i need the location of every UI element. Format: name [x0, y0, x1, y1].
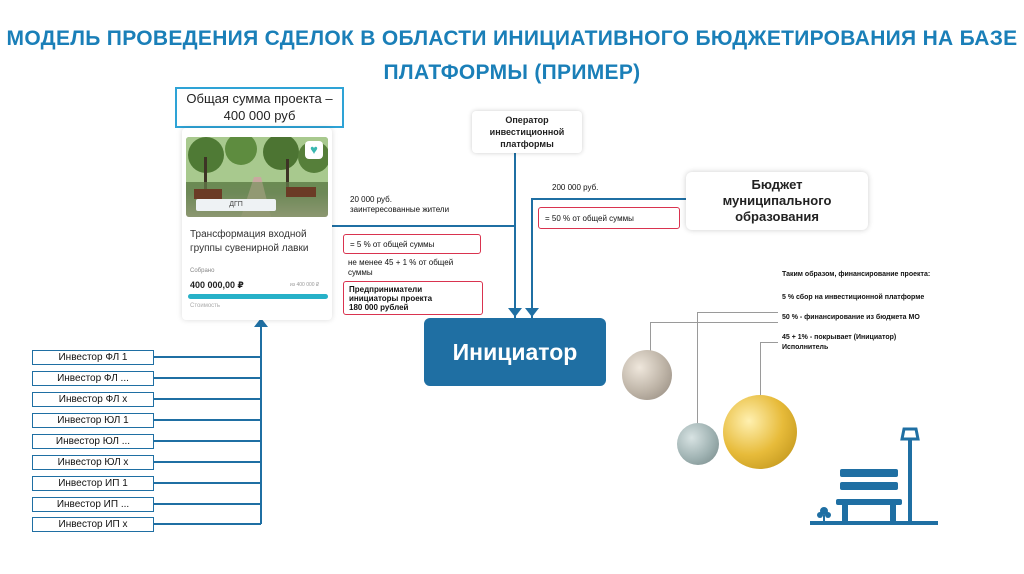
project-card[interactable]: ♥ ДГП Трансформация входной группы сувен… — [182, 128, 332, 320]
card-amount: 400 000,00 ₽ — [190, 280, 244, 291]
heart-icon[interactable]: ♥ — [305, 141, 323, 159]
coin-icon — [723, 395, 797, 469]
card-goal: из 400 000 ₽ — [290, 282, 319, 288]
card-progress-fill — [188, 294, 328, 299]
lamp-icon — [902, 429, 918, 523]
card-progress-bar — [188, 294, 328, 299]
operator-box: Оператор инвестиционной платформы — [472, 111, 582, 153]
bench-icon — [808, 425, 940, 527]
investor-item: Инвестор ИП 1 — [32, 476, 154, 491]
card-collected-label: Собрано — [190, 268, 214, 274]
budget-line — [531, 198, 686, 200]
coin-leader-line — [760, 342, 761, 397]
coin-leader-line — [650, 322, 651, 352]
investor-branch-3 — [153, 398, 261, 400]
financing-item-2: 50 % - финансирование из бюджета МО — [782, 313, 920, 322]
coin-icon — [622, 350, 672, 400]
investor-item: Инвестор ИП х — [32, 517, 154, 532]
budget-amount: 200 000 руб. — [552, 183, 598, 193]
investor-branch-9 — [153, 523, 261, 525]
initiators-note: не менее 45 + 1 % от общей суммы — [348, 258, 478, 278]
residents-amount: 20 000 руб. — [350, 195, 392, 205]
budget-down-line — [531, 198, 533, 318]
investor-item: Инвестор ФЛ 1 — [32, 350, 154, 365]
entrepreneurs-line-3: 180 000 рублей — [349, 303, 477, 312]
investor-branch-5 — [153, 440, 261, 442]
title-line-1: МОДЕЛЬ ПРОВЕДЕНИЯ СДЕЛОК В ОБЛАСТИ ИНИЦИ… — [0, 22, 1024, 56]
coin-leader-line — [697, 312, 778, 313]
operator-line-2: инвестиционной — [472, 126, 582, 138]
residents-line — [332, 225, 514, 227]
investor-item: Инвестор ФЛ ... — [32, 371, 154, 386]
residents-label: заинтересованные жители — [350, 205, 449, 215]
budget-percent: = 50 % от общей суммы — [545, 214, 634, 223]
title-line-2: ПЛАТФОРМЫ (ПРИМЕР) — [0, 56, 1024, 90]
investor-branch-2 — [153, 377, 261, 379]
operator-line-3: платформы — [472, 138, 582, 150]
investor-branch-8 — [153, 503, 261, 505]
entrepreneurs-line-2: инициаторы проекта — [349, 294, 477, 303]
financing-item-3b: Исполнитель — [782, 343, 828, 352]
photo-tag: ДГП — [196, 199, 276, 211]
residents-percent: = 5 % от общей суммы — [350, 240, 434, 249]
investor-branch-1 — [153, 356, 261, 358]
financing-item-3a: 45 + 1% - покрывает (Инициатор) — [782, 333, 896, 342]
investor-item: Инвестор ЮЛ ... — [32, 434, 154, 449]
entrepreneurs-box: Предприниматели инициаторы проекта 180 0… — [343, 281, 483, 315]
total-sum-line-1: Общая сумма проекта – — [177, 90, 342, 107]
budget-line-2: муниципального — [686, 193, 868, 209]
card-title: Трансформация входной группы сувенирной … — [190, 228, 328, 256]
investor-item: Инвестор ЮЛ х — [32, 455, 154, 470]
investor-item: Инвестор ЮЛ 1 — [32, 413, 154, 428]
investor-item: Инвестор ФЛ х — [32, 392, 154, 407]
project-photo: ♥ ДГП — [186, 137, 328, 217]
investor-branch-4 — [153, 419, 261, 421]
investor-branch-7 — [153, 482, 261, 484]
page-title: МОДЕЛЬ ПРОВЕДЕНИЯ СДЕЛОК В ОБЛАСТИ ИНИЦИ… — [0, 22, 1024, 90]
operator-line-1: Оператор — [472, 114, 582, 126]
card-footer: Стоимость — [190, 303, 220, 309]
coin-leader-line — [650, 322, 778, 323]
flower-icon — [817, 507, 831, 522]
financing-heading: Таким образом, финансирование проекта: — [782, 270, 930, 279]
total-sum-box: Общая сумма проекта – 400 000 руб — [175, 87, 344, 128]
investor-item: Инвестор ИП ... — [32, 497, 154, 512]
entrepreneurs-line-1: Предприниматели — [349, 285, 477, 294]
investor-branch-6 — [153, 461, 261, 463]
budget-line-3: образования — [686, 209, 868, 225]
arrow-down-icon — [525, 308, 539, 318]
financing-item-1: 5 % сбор на инвестиционной платформе — [782, 293, 924, 302]
budget-line-1: Бюджет — [686, 177, 868, 193]
budget-percent-box: = 50 % от общей суммы — [538, 207, 680, 229]
arrow-down-icon — [508, 308, 522, 318]
coin-leader-line — [760, 342, 778, 343]
budget-box: Бюджет муниципального образования — [686, 172, 868, 230]
total-sum-line-2: 400 000 руб — [177, 107, 342, 124]
residents-percent-box: = 5 % от общей суммы — [343, 234, 481, 254]
operator-to-initiator-line — [514, 153, 516, 318]
coin-leader-line — [697, 312, 698, 427]
coin-icon — [677, 423, 719, 465]
initiator-box: Инициатор — [424, 318, 606, 386]
investors-trunk-line — [260, 320, 262, 524]
